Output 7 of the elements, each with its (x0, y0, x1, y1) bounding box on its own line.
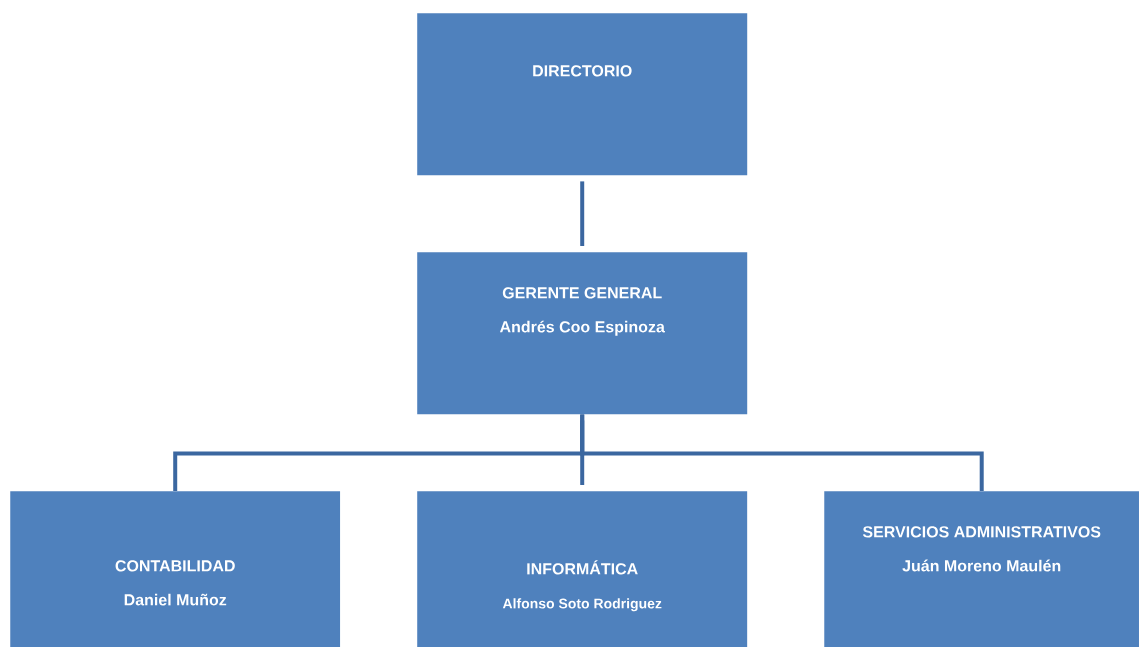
connector-line (580, 414, 984, 491)
connector-line (580, 181, 585, 246)
org-box: GERENTE GENERAL Andrés Coo Espinoza (417, 252, 748, 415)
org-box: SERVICIOS ADMINISTRATIVOS Juán Moreno Maulén (824, 491, 1139, 647)
org-box: DIRECTORIO (417, 13, 748, 176)
org-box: INFORMÁTICA Alfonso Soto Rodriguez (417, 491, 748, 647)
org-box: CONTABILIDAD Daniel Muñoz (10, 491, 341, 647)
